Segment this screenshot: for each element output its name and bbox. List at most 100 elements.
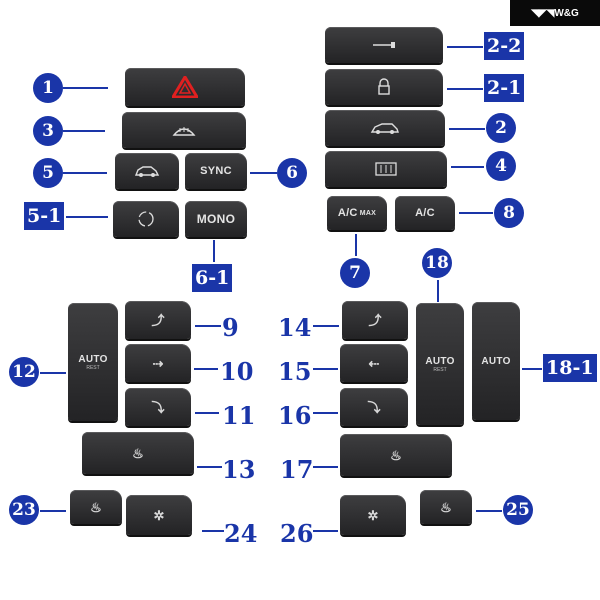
windshield-defrost-button[interactable]: [122, 112, 246, 148]
seat-heat-rear-right-button[interactable]: ♨: [420, 490, 472, 524]
callout-line: [459, 212, 493, 214]
air-flow-icon: ⇠: [368, 355, 380, 371]
callout-label: 16: [278, 401, 312, 430]
auto-rest-button-left[interactable]: AUTO REST: [68, 303, 118, 421]
callout-line: [451, 166, 484, 168]
seat-heat-rear-left-button[interactable]: ♨: [70, 490, 122, 524]
car-trunk-button[interactable]: [325, 110, 445, 146]
callout-label: 7: [340, 258, 370, 288]
key-icon: [373, 42, 395, 48]
mono-label: MONO: [196, 212, 236, 226]
callout-line: [447, 46, 483, 48]
callout-label: 24: [224, 519, 258, 548]
ac-button[interactable]: A/C: [395, 196, 455, 230]
callout-label: 15: [278, 357, 312, 386]
callout-line: [40, 372, 66, 374]
callout-line: [313, 530, 338, 532]
air-flow-icon: ⤵: [151, 399, 165, 415]
callout-line: [213, 240, 215, 262]
callout-line: [195, 325, 221, 327]
recirculation-icon: [138, 211, 154, 227]
callout-label: 4: [486, 151, 516, 181]
heated-seat-icon: ♨: [90, 499, 102, 515]
callout-line: [313, 412, 338, 414]
callout-line: [63, 172, 107, 174]
callout-line: [449, 128, 485, 130]
air-flow-down-right-button[interactable]: ⤵: [340, 388, 408, 426]
heated-seat-icon: ♨: [390, 447, 402, 463]
callout-label: 17: [280, 455, 314, 484]
air-flow-icon: ⤵: [367, 399, 381, 415]
callout-label: 18-1: [543, 354, 597, 382]
callout-label: 1: [33, 73, 63, 103]
seat-vent-rear-right-button[interactable]: ✲: [340, 495, 406, 535]
car-icon: [370, 123, 399, 134]
callout-label: 9: [222, 313, 239, 342]
car-icon: [134, 166, 160, 177]
callout-label: 8: [494, 198, 524, 228]
rear-defrost-button[interactable]: [325, 151, 447, 187]
callout-label: 2-1: [484, 74, 525, 102]
callout-label: 26: [280, 519, 314, 548]
air-flow-icon: ⤴: [151, 312, 165, 328]
hazard-button[interactable]: [125, 68, 245, 106]
air-flow-up-right-button[interactable]: ⤴: [342, 301, 408, 339]
callout-line: [194, 368, 218, 370]
car-mode-button[interactable]: [115, 153, 179, 189]
callout-line: [40, 510, 66, 512]
air-flow-face-button[interactable]: ⇢: [125, 344, 191, 382]
callout-label: 12: [9, 357, 39, 387]
air-flow-up-button[interactable]: ⤴: [125, 301, 191, 339]
ventilated-seat-icon: ✲: [367, 507, 379, 523]
callout-line: [522, 368, 542, 370]
callout-label: 3: [33, 116, 63, 146]
seat-vent-rear-left-button[interactable]: ✲: [126, 495, 192, 535]
auto-label: AUTO: [425, 355, 455, 367]
auto-rest-button-right[interactable]: AUTO REST: [416, 303, 464, 425]
auto-button[interactable]: AUTO: [472, 302, 520, 420]
ac-max-suffix: MAX: [359, 209, 377, 217]
heated-seat-icon: ♨: [440, 499, 452, 515]
callout-label: 13: [222, 455, 256, 484]
callout-label: 5-1: [24, 202, 65, 230]
callout-line: [66, 216, 108, 218]
key-button[interactable]: [325, 27, 443, 63]
callout-label: 14: [278, 313, 312, 342]
callout-line: [313, 368, 338, 370]
windshield-defrost-icon: [172, 127, 196, 136]
callout-label: 5: [33, 158, 63, 188]
callout-line: [197, 466, 222, 468]
callout-line: [476, 510, 502, 512]
callout-label: 2-2: [484, 32, 525, 60]
hazard-triangle-icon: [172, 76, 198, 98]
seat-heat-left-button[interactable]: ♨: [82, 432, 194, 474]
seat-heat-right-button[interactable]: ♨: [340, 434, 452, 476]
recirculation-button[interactable]: [113, 201, 179, 237]
brand-logo: ◥◤◥ W&G: [510, 0, 600, 26]
air-flow-down-button[interactable]: ⤵: [125, 388, 191, 426]
ventilated-seat-icon: ✲: [153, 507, 165, 523]
callout-line: [63, 87, 108, 89]
sync-button[interactable]: SYNC: [185, 153, 247, 189]
ac-label: A/C: [415, 207, 435, 219]
callout-line: [313, 466, 338, 468]
mono-button[interactable]: MONO: [185, 201, 247, 237]
sync-label: SYNC: [200, 165, 232, 177]
callout-line: [447, 88, 483, 90]
air-flow-icon: ⤴: [368, 312, 382, 328]
rest-label: REST: [433, 366, 447, 373]
callout-label: 18: [422, 248, 452, 278]
brand-text: W&G: [554, 7, 579, 19]
ac-max-label: A/C: [337, 207, 358, 219]
air-flow-icon: ⇢: [152, 355, 164, 371]
callout-line: [250, 172, 277, 174]
air-flow-face-right-button[interactable]: ⇠: [340, 344, 408, 382]
callout-line: [437, 280, 439, 302]
lock-icon: [378, 78, 390, 95]
callout-label: 2: [486, 113, 516, 143]
callout-line: [63, 130, 105, 132]
lock-button[interactable]: [325, 69, 443, 105]
callout-line: [355, 234, 357, 256]
rest-label: REST: [86, 364, 100, 371]
